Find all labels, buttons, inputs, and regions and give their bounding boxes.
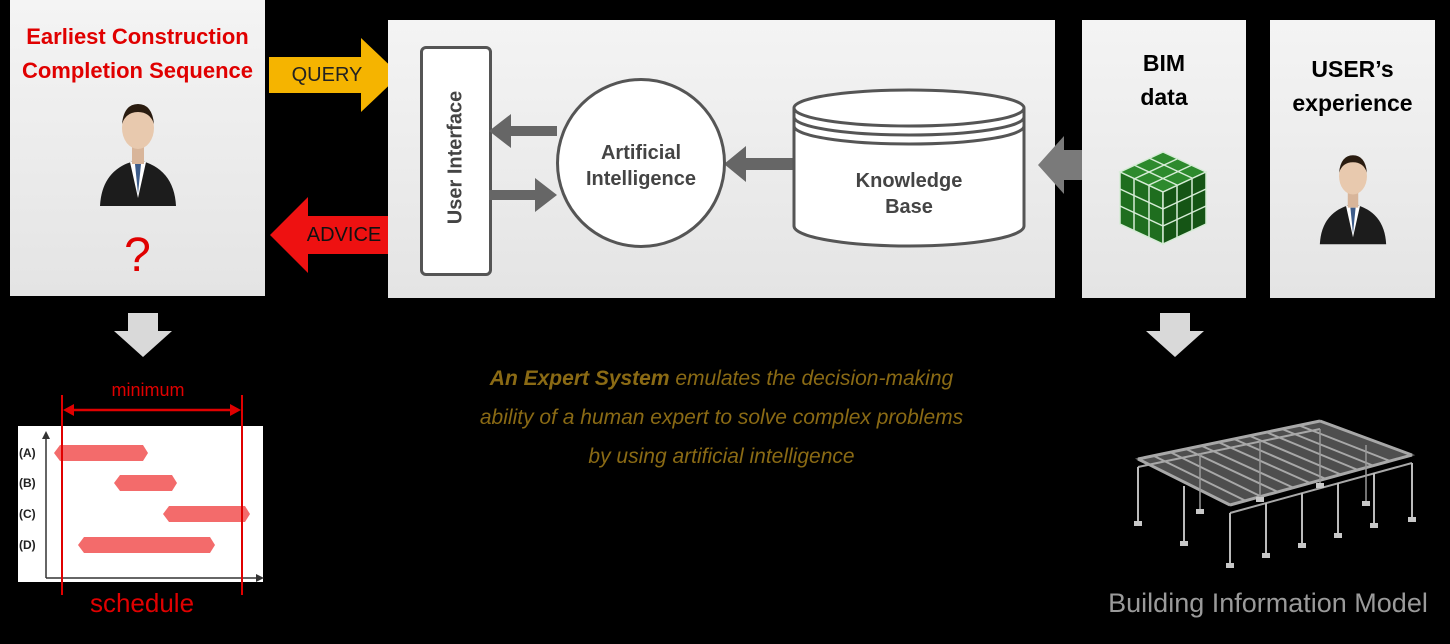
ai-label-line1: Artificial (600, 142, 682, 164)
query-label: QUERY (291, 64, 363, 86)
caption-line1: An Expert System emulates the decision-m… (388, 359, 1055, 398)
bim-title-line1: BIM (1142, 50, 1186, 76)
gantt-bar-a (54, 445, 148, 461)
businessman-icon (100, 104, 176, 206)
row-label-c: (C) (19, 507, 36, 521)
gantt-bar-c (163, 506, 250, 522)
knowledge-base-label: Knowledge Base (792, 168, 1026, 220)
user-exp-line1: USER’s (1311, 56, 1394, 82)
bim-title-line2: data (1140, 84, 1188, 110)
ai-label: Artificial Intelligence (559, 140, 723, 192)
bim-cube-icon (1118, 151, 1208, 246)
arrow-kb-to-ai (724, 146, 793, 182)
advice-arrow (270, 197, 400, 273)
arrow-ui-to-ai (489, 178, 557, 212)
user-experience-panel: USER’s experience (1270, 20, 1435, 298)
panel-title: Earliest Construction Completion Sequenc… (10, 20, 265, 88)
gantt-bar-b (114, 475, 177, 491)
bim-data-title: BIM data (1082, 46, 1246, 114)
query-arrow (269, 38, 400, 112)
down-arrow-to-bim-model (1146, 313, 1204, 357)
expert-system-caption: An Expert System emulates the decision-m… (388, 359, 1055, 476)
knowledge-base-cylinder (792, 88, 1026, 248)
user-exp-line2: experience (1292, 90, 1413, 116)
minimum-label: minimum (111, 380, 185, 400)
user-interface-box: User Interface (420, 46, 492, 276)
ai-label-line2: Intelligence (585, 168, 697, 190)
user-experience-title: USER’s experience (1270, 52, 1435, 120)
row-label-a: (A) (19, 446, 36, 460)
panel-title-line1: Earliest Construction (26, 24, 249, 49)
panel-title-line2: Completion Sequence (21, 58, 254, 83)
question-mark: ? (124, 229, 151, 282)
row-label-d: (D) (19, 538, 36, 552)
steel-structure-model (1134, 419, 1416, 568)
bim-model-label: Building Information Model (1108, 588, 1428, 618)
row-label-b: (B) (19, 476, 36, 490)
gantt-bar-d (78, 537, 215, 553)
caption-line1-rest: emulates the decision-making (669, 367, 954, 390)
kb-label-line1: Knowledge (855, 170, 963, 192)
schedule-gantt (42, 395, 264, 595)
user-query-panel: Earliest Construction Completion Sequenc… (10, 0, 265, 296)
caption-line2: ability of a human expert to solve compl… (479, 406, 964, 429)
kb-label-line2: Base (885, 196, 933, 218)
caption-line3: by using artificial intelligence (588, 445, 855, 468)
expert-user-icon (1319, 155, 1387, 245)
down-arrow-to-schedule (114, 313, 172, 357)
artificial-intelligence-circle: Artificial Intelligence (556, 78, 726, 248)
advice-label: ADVICE (306, 224, 382, 246)
internal-flow-arrows (489, 114, 793, 212)
arrow-ai-to-ui (489, 114, 557, 148)
schedule-label: schedule (89, 588, 195, 618)
caption-emphasis: An Expert System (489, 367, 670, 390)
bim-data-panel: BIM data (1082, 20, 1246, 298)
